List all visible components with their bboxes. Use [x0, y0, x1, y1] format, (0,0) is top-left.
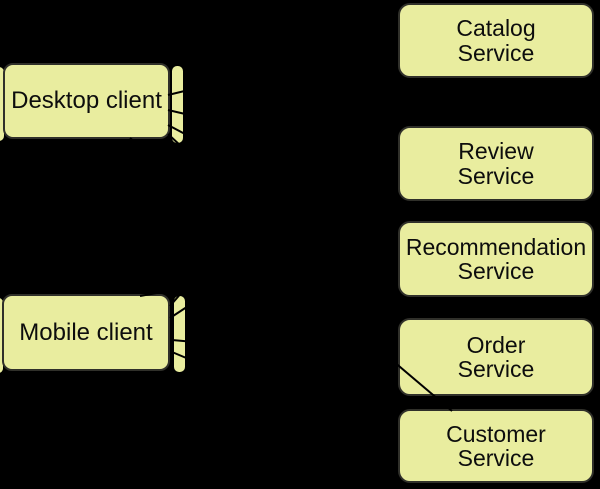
connector-desktop-to-order: [167, 133, 397, 347]
review-service-label: Review Service: [457, 138, 535, 189]
connector-desktop-to-catalog: [167, 39, 397, 96]
customer-service-node: Customer Service: [398, 409, 594, 483]
recommendation-service-label: Recommendation Service: [405, 233, 587, 284]
connector-desktop-to-recommendation: [167, 124, 397, 247]
connector-desktop-to-review: [167, 109, 397, 164]
order-service-label: Order Service: [457, 331, 535, 382]
review-service-node: Review Service: [398, 126, 594, 201]
mobile-client-label: Mobile client: [19, 318, 153, 346]
mobile-client-echo-left-shape: [0, 298, 3, 373]
connector-mobile-to-order: [171, 339, 397, 361]
mobile-client-echo-right-shape: [174, 296, 185, 372]
desktop-client-node: Desktop client: [3, 63, 170, 139]
connector-mobile-to-review: [169, 169, 397, 319]
desktop-client-echo-right-shape: [172, 66, 183, 143]
catalog-service-label: Catalog Service: [456, 15, 536, 66]
desktop-client-label: Desktop client: [11, 87, 162, 115]
connector-mobile-to-recommendation: [139, 249, 398, 297]
desktop-client-echo-left-shape: [0, 67, 4, 141]
recommendation-service-node: Recommendation Service: [398, 221, 594, 297]
customer-service-label: Customer Service: [446, 420, 546, 471]
mobile-client-node: Mobile client: [2, 294, 170, 371]
connector-mobile-to-customer: [171, 351, 397, 447]
order-service-node: Order Service: [398, 318, 594, 396]
catalog-service-node: Catalog Service: [398, 3, 594, 78]
connector-mobile-to-catalog: [169, 44, 397, 307]
